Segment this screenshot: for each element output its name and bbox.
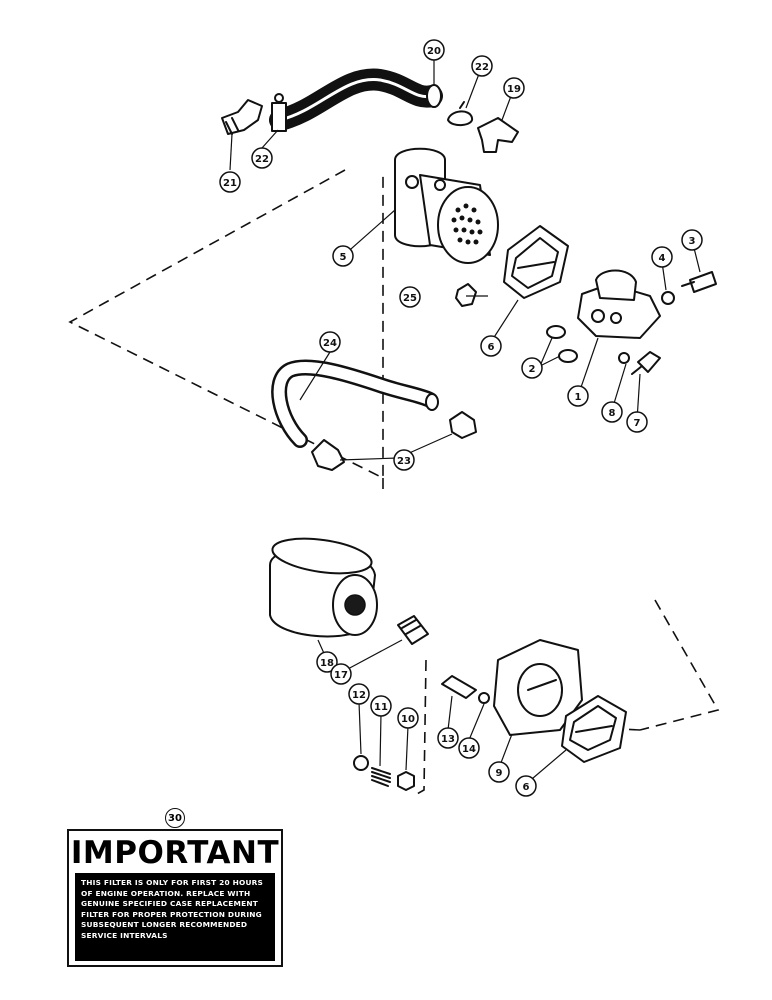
svg-text:6: 6 — [523, 782, 530, 793]
svg-text:13: 13 — [441, 734, 455, 745]
assembly-boundary-line — [68, 169, 384, 490]
svg-text:2: 2 — [529, 364, 536, 375]
nipple-17 — [397, 615, 429, 645]
hose-20 — [269, 68, 443, 131]
callout-12: 12 — [348, 683, 370, 705]
fitting-23-left — [311, 439, 345, 471]
svg-text:19: 19 — [507, 84, 521, 95]
callout-17: 17 — [330, 663, 352, 685]
svg-text:18: 18 — [320, 658, 334, 669]
svg-text:7: 7 — [634, 418, 641, 429]
callout-1: 1 — [567, 385, 589, 407]
important-body-text: THIS FILTER IS ONLY FOR FIRST 20 HOURS O… — [75, 873, 275, 961]
callout-20: 20 — [423, 39, 445, 61]
strainer-housing-5 — [394, 147, 499, 264]
nut-10 — [397, 771, 415, 791]
bolt-7 — [631, 351, 661, 375]
callout-10: 10 — [397, 707, 419, 729]
tee-fitting-19 — [477, 117, 519, 153]
spring-11 — [371, 767, 391, 787]
gasket-6-upper — [503, 225, 569, 299]
svg-text:25: 25 — [403, 293, 417, 304]
callout-25: 25 — [399, 286, 421, 308]
callout-22-left: 22 — [251, 147, 273, 169]
callout-11: 11 — [370, 695, 392, 717]
callout-8: 8 — [601, 401, 623, 423]
callout-22-top: 22 — [471, 55, 493, 77]
callout-19: 19 — [503, 77, 525, 99]
callout-13: 13 — [437, 727, 459, 749]
callout-6-lower: 6 — [515, 775, 537, 797]
lock-washer-4 — [661, 291, 675, 305]
callout-4: 4 — [651, 246, 673, 268]
svg-text:22: 22 — [255, 154, 269, 165]
svg-text:14: 14 — [462, 744, 476, 755]
svg-text:12: 12 — [352, 690, 366, 701]
filter-canister-18 — [269, 537, 378, 638]
svg-text:24: 24 — [323, 338, 337, 349]
callout-9: 9 — [488, 761, 510, 783]
svg-text:21: 21 — [223, 178, 237, 189]
svg-text:22: 22 — [475, 62, 489, 73]
callout-23: 23 — [393, 449, 415, 471]
svg-text:1: 1 — [575, 392, 582, 403]
svg-text:11: 11 — [374, 702, 388, 713]
svg-text:20: 20 — [427, 46, 441, 57]
svg-text:5: 5 — [340, 252, 347, 263]
gasket-6-lower — [561, 695, 627, 763]
callout-3: 3 — [681, 229, 703, 251]
svg-text:4: 4 — [659, 253, 666, 264]
connector-22 — [271, 93, 287, 132]
svg-text:23: 23 — [397, 456, 411, 467]
callout-18: 18 — [316, 651, 338, 673]
callout-5: 5 — [332, 245, 354, 267]
important-decal: IMPORTANT THIS FILTER IS ONLY FOR FIRST … — [67, 829, 283, 967]
hose-clamp-22 — [447, 101, 473, 126]
washer-14 — [478, 692, 490, 704]
callout-7: 7 — [626, 411, 648, 433]
callout-30: 30 — [165, 808, 185, 828]
svg-text:3: 3 — [689, 236, 696, 247]
elbow-fitting-21 — [221, 99, 263, 135]
callout-24: 24 — [319, 331, 341, 353]
svg-text:17: 17 — [334, 670, 348, 681]
svg-text:8: 8 — [609, 408, 616, 419]
tube-24 — [271, 359, 439, 448]
lock-washer-8 — [618, 352, 630, 364]
important-title: IMPORTANT — [70, 835, 280, 871]
fitting-25 — [455, 283, 477, 307]
bolt-3 — [681, 271, 717, 293]
callout-14: 14 — [458, 737, 480, 759]
ball-12 — [353, 755, 369, 771]
callout-21: 21 — [219, 171, 241, 193]
callout-2: 2 — [521, 357, 543, 379]
pump-cover-1 — [577, 269, 661, 339]
callout-6-upper: 6 — [480, 335, 502, 357]
fitting-23-right — [449, 411, 477, 439]
bolt-13 — [441, 675, 477, 699]
svg-text:9: 9 — [496, 768, 503, 779]
o-rings-2 — [546, 325, 578, 363]
svg-text:10: 10 — [401, 714, 415, 725]
svg-text:6: 6 — [488, 342, 495, 353]
